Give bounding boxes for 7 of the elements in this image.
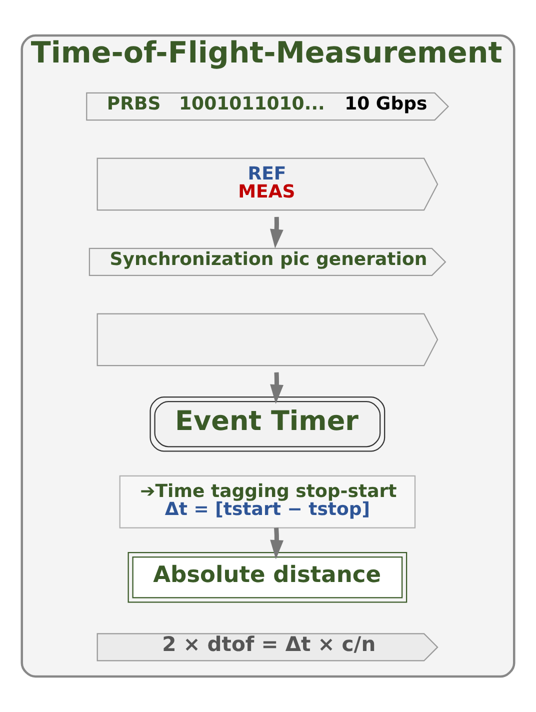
arrow [270,216,284,248]
arrow [270,372,284,404]
arrow [270,528,284,560]
node-box [96,313,438,366]
node-box: Absolute distance [128,552,408,603]
node-box: Event Timer [150,396,386,452]
node-box: ➔Time tagging stop-start Δt = [tstart − tstop] [119,475,416,528]
